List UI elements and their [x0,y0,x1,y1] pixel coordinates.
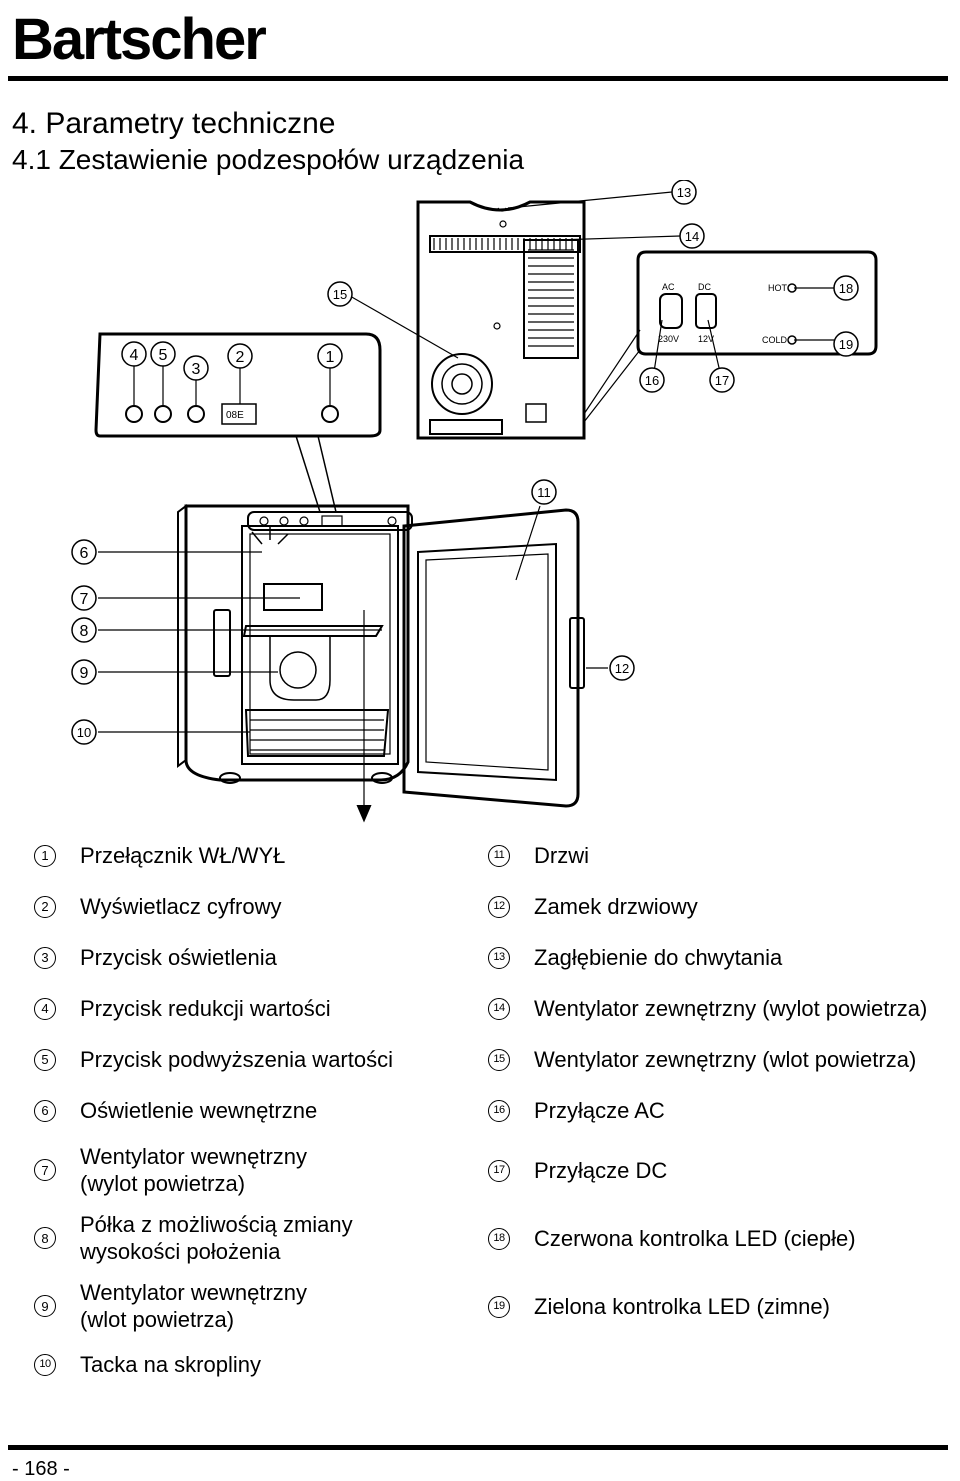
v12-label: 12V [698,334,714,344]
header-rule [8,76,948,81]
svg-text:1: 1 [326,349,335,366]
footer-rule [8,1445,948,1450]
section-title: 4. Parametry techniczne [12,107,336,140]
unit-back-view [416,200,586,440]
callout-12: 12 [609,655,635,681]
callout-4: 4 [121,341,147,367]
open-door [402,508,585,808]
callout-7: 7 [71,585,97,611]
svg-text:13: 13 [677,185,691,200]
dc-label: DC [698,282,711,292]
ac-label: AC [662,282,675,292]
svg-text:4: 4 [130,347,139,364]
svg-text:9: 9 [80,665,89,682]
callout-11: 11 [531,479,557,505]
display-readout: 08E [226,410,244,421]
page-number: - 168 - [12,1458,70,1480]
svg-text:2: 2 [236,349,245,366]
svg-text:15: 15 [333,287,347,302]
callout-16: 16 [639,367,665,393]
callout-19: 19 [833,331,859,357]
callout-6: 6 [71,539,97,565]
callout-8: 8 [71,617,97,643]
callout-9: 9 [71,659,97,685]
callout-13: 13 [671,180,697,205]
callout-10: 10 [71,719,97,745]
connector-panel [583,250,878,423]
svg-text:10: 10 [77,725,91,740]
svg-text:14: 14 [685,229,699,244]
callout-1: 1 [317,343,343,369]
device-diagram: AC DC 230V 12V HOT COLD 08E 1 2 3 4 5 6 … [71,180,878,823]
svg-text:5: 5 [159,347,168,364]
cold-label: COLD [762,335,788,345]
svg-text:7: 7 [80,591,89,608]
svg-text:19: 19 [839,337,853,352]
callout-14: 14 [679,223,705,249]
subsection-title: 4.1 Zestawienie podzespołów urządzenia [12,144,525,175]
svg-text:17: 17 [715,373,729,388]
callout-3: 3 [183,355,209,381]
callout-17: 17 [709,367,735,393]
callout-2: 2 [227,343,253,369]
svg-text:3: 3 [192,361,201,378]
svg-text:18: 18 [839,281,853,296]
callout-15: 15 [327,281,353,307]
svg-text:11: 11 [537,485,551,500]
cabinet-body [177,504,413,784]
brand-logo: Bartscher [12,7,267,72]
svg-text:12: 12 [615,661,629,676]
hot-label: HOT [768,283,788,293]
callout-18: 18 [833,275,859,301]
callout-5: 5 [150,341,176,367]
svg-text:8: 8 [80,623,89,640]
svg-text:16: 16 [645,373,659,388]
svg-text:6: 6 [80,545,89,562]
v230-label: 230V [658,334,679,344]
